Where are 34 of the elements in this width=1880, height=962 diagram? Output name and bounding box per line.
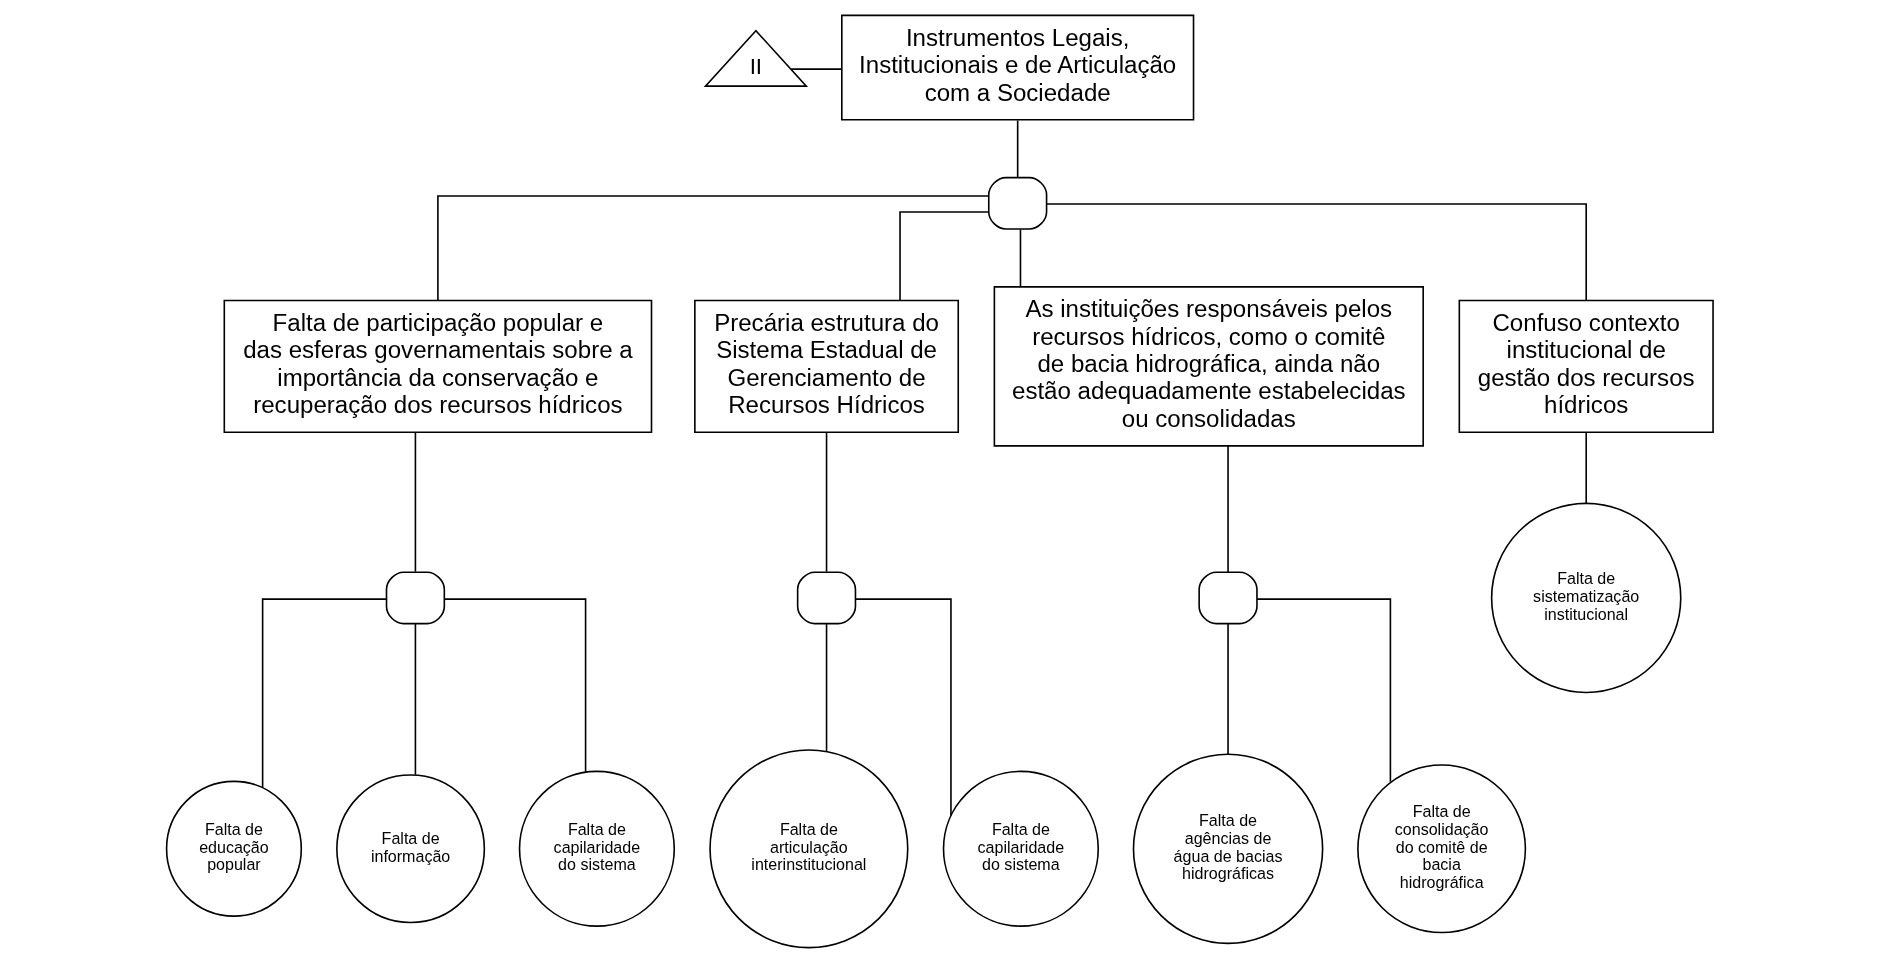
node-circle: Falta de agências de água de bacias hidrográficas	[1132, 752, 1324, 944]
connector	[899, 210, 990, 301]
node-circle: Falta de informação	[336, 773, 486, 923]
connector	[1256, 597, 1392, 783]
connector	[790, 67, 843, 70]
node-gate	[1198, 570, 1258, 624]
node-box: As instituições responsáveis pelos recursos hídricos, como o comitê de bacia hidrográfica, ainda não estão adequadamente estabelecidas ou consolidadas	[993, 285, 1424, 447]
connector	[1227, 622, 1229, 755]
connector	[1227, 444, 1229, 573]
connector	[1045, 202, 1587, 301]
node-circle: Falta de capilaridade do sistema	[942, 770, 1100, 927]
connector	[414, 622, 417, 776]
node-circle: Falta de articulação interinstitucional	[709, 748, 909, 948]
connector	[825, 431, 828, 572]
node-gate	[385, 570, 446, 624]
connector	[414, 431, 417, 572]
connector	[437, 194, 989, 301]
connector	[1585, 431, 1587, 504]
connector	[1016, 119, 1019, 178]
node-circle: Falta de educação popular	[165, 780, 303, 917]
node-circle: Falta de sistematização institucional	[1490, 502, 1682, 693]
node-gate	[987, 176, 1048, 230]
node-gate	[796, 570, 857, 624]
node-box: Confuso contexto institucional de gestão dos recursos hídricos	[1458, 299, 1714, 433]
node-box: Instrumentos Legais, Institucionais e de Articulação com a Sociedade	[841, 14, 1195, 121]
node-box: Precária estrutura do Sistema Estadual de Gerenciamento de Recursos Hídricos	[694, 299, 960, 433]
connector	[261, 597, 387, 788]
node-box: Falta de participação popular e das esferas governamentais sobre a importância da conservação e recuperação dos recursos hídricos	[223, 299, 653, 433]
node-circle: Falta de consolidação do comitê de bacia hidrográfica	[1357, 763, 1527, 933]
node-circle: Falta de capilaridade do sistema	[518, 770, 676, 927]
connector	[1019, 228, 1022, 287]
connector	[444, 597, 587, 773]
connector	[855, 597, 952, 816]
connector	[825, 622, 828, 752]
